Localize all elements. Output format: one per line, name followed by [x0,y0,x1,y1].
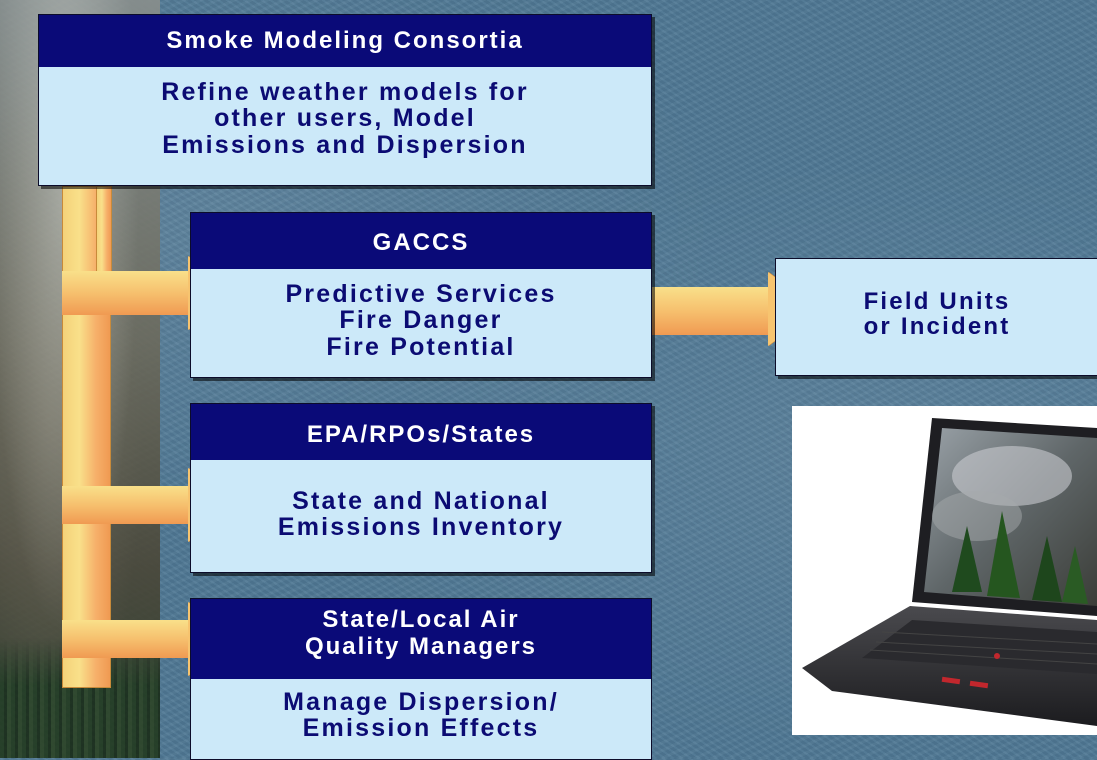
field-units-line-2: or Incident [863,313,1011,341]
gaccs-line-1: Predictive Services [285,280,557,308]
epa-box: EPA/RPOs/States State and National Emiss… [190,403,652,573]
state-local-header-line-1: State/Local Air [322,606,520,633]
state-local-line-2: Emission Effects [302,714,540,743]
state-local-body: Manage Dispersion/ Emission Effects [191,679,651,742]
trunk-bar-side [96,186,112,278]
field-units-line-1: Field Units [863,288,1011,315]
state-local-header: State/Local Air Quality Managers [191,599,651,679]
smoke-modeling-line-2: other users, Model [214,104,476,133]
epa-line-1: State and National [292,487,550,515]
smoke-modeling-body: Refine weather models for other users, M… [39,67,651,158]
smoke-modeling-line-1: Refine weather models for [161,78,529,106]
connector-to-state-local [62,620,190,658]
state-local-header-line-2: Quality Managers [304,632,538,660]
gaccs-box: GACCS Predictive Services Fire Danger Fi… [190,212,652,378]
epa-body: State and National Emissions Inventory [191,460,651,541]
smoke-modeling-header: Smoke Modeling Consortia [39,15,651,67]
epa-header: EPA/RPOs/States [191,404,651,460]
laptop-photo-icon [802,418,1097,726]
gaccs-line-2: Fire Danger [339,306,503,335]
laptop-photo-panel [792,406,1097,735]
connector-to-epa [62,486,190,524]
field-units-box: Field Units or Incident [775,258,1097,376]
state-local-line-1: Manage Dispersion/ [283,688,559,716]
field-units-body: Field Units or Incident [776,259,1097,341]
gaccs-line-3: Fire Potential [326,332,516,361]
gaccs-header: GACCS [191,213,651,269]
connector-to-gaccs [62,271,190,315]
connector-to-field-units [650,287,774,335]
state-local-box: State/Local Air Quality Managers Manage … [190,598,652,760]
gaccs-body: Predictive Services Fire Danger Fire Pot… [191,269,651,360]
smoke-modeling-line-3: Emissions and Dispersion [162,130,528,159]
epa-line-2: Emissions Inventory [277,513,565,542]
smoke-modeling-box: Smoke Modeling Consortia Refine weather … [38,14,652,186]
